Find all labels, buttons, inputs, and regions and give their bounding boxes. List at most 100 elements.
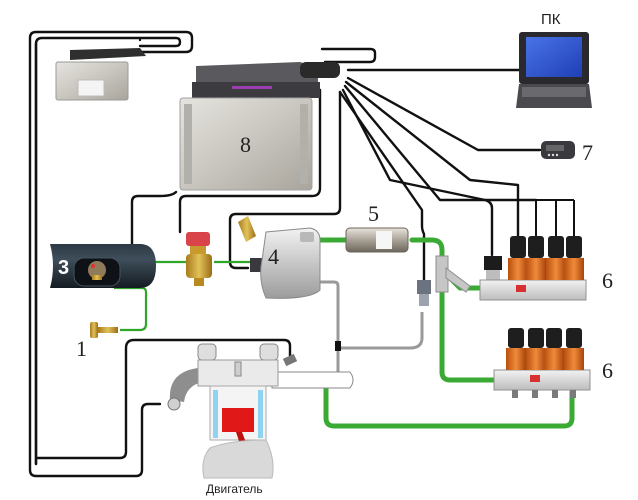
injector-coil	[546, 258, 566, 280]
label-rail-bottom: 6	[602, 358, 613, 383]
laptop-pc: ПК	[516, 11, 592, 108]
camshaft-left	[197, 343, 217, 361]
rail-temp-sensor	[484, 256, 502, 270]
label-gas-ecu: 8	[240, 132, 251, 157]
piston	[222, 408, 254, 432]
reducer-body	[260, 227, 321, 299]
gas-ecu-header	[192, 82, 320, 98]
injector-connector	[528, 328, 544, 348]
injector-coil	[506, 348, 526, 370]
reducer: 4	[238, 216, 321, 299]
splitter-branch	[445, 267, 471, 293]
vacuum-tee	[335, 341, 341, 351]
laptop-screen	[526, 37, 582, 77]
coolant-right	[258, 390, 263, 438]
spark-plug	[234, 361, 242, 377]
switch-led	[555, 153, 559, 157]
filter-label-sticker	[376, 231, 392, 249]
injector-coil	[564, 348, 584, 370]
gas-ecu-right-rail	[300, 104, 308, 184]
solenoid-neck	[190, 246, 206, 254]
label-pc: ПК	[541, 11, 561, 28]
nozzle	[532, 390, 538, 398]
switch-display	[546, 145, 564, 151]
wire-ecu-to-tank	[228, 90, 342, 270]
injectors-top	[508, 236, 584, 280]
wire-ecu-to-multivalve	[130, 190, 178, 258]
gas-ecu-purple-trim	[232, 86, 272, 89]
laptop-keyboard	[522, 87, 586, 97]
gas-ecu-left-rail	[184, 104, 192, 184]
solenoid-body	[186, 254, 212, 278]
nozzle	[512, 390, 518, 398]
reducer-outlet	[300, 232, 314, 242]
multivalve-outlet	[92, 275, 102, 280]
fill-valve-cap	[90, 322, 98, 338]
petrol-ecu-connector	[70, 48, 146, 60]
switch-led	[551, 153, 555, 157]
gas-tank: 3	[50, 244, 156, 288]
fill-valve-body	[98, 327, 118, 333]
petrol-ecu	[55, 48, 146, 101]
injector-rail-bottom: 6	[493, 328, 613, 398]
injector-connector	[510, 236, 526, 258]
vacuum-hose-map-sensor	[338, 312, 424, 350]
wire-top-return	[320, 47, 377, 64]
wire-petrol-ecu-inner-loop	[34, 36, 182, 466]
air-intake-elbow	[169, 368, 202, 402]
wire-petrol-ecu-outer-loop	[28, 30, 194, 478]
reducer-inlet-fitting	[238, 216, 256, 242]
injector-connector	[508, 328, 524, 348]
injector-coil	[508, 258, 528, 280]
label-switch: 7	[582, 140, 593, 165]
petrol-ecu-sticker	[77, 79, 105, 97]
wire-injector-bus	[470, 199, 575, 236]
hose-rail-to-intake	[323, 381, 575, 429]
engine-block	[202, 439, 274, 479]
rail-bottom-body	[493, 369, 591, 391]
rail-bottom-nozzles	[512, 390, 576, 398]
hose-splitter	[435, 255, 471, 293]
gas-ecu-body	[179, 97, 313, 191]
gas-ecu-cable-boot	[300, 62, 340, 78]
petrol-injector	[282, 353, 298, 367]
rail-bottom-logo	[530, 375, 540, 382]
hose-fill-valve-to-tank	[114, 286, 148, 332]
hose-filter-to-splitter	[409, 237, 445, 267]
wire-inner-rectangle	[34, 42, 292, 466]
injectors-bottom	[506, 328, 584, 370]
wire-to-switch-7	[346, 76, 542, 152]
fill-valve: 1	[76, 322, 118, 361]
nozzle	[552, 390, 558, 398]
fuel-switch: 7	[541, 140, 593, 165]
gas-ecu-connector	[196, 62, 318, 82]
injector-connector	[528, 236, 544, 258]
rail-temp-sensor-thread	[486, 270, 500, 280]
nozzle	[570, 390, 576, 398]
vacuum-hose-reducer	[302, 280, 340, 372]
gas-ecu: 8	[179, 62, 340, 191]
label-engine: Двигатель	[206, 482, 263, 496]
injector-connector	[566, 236, 582, 258]
gas-solenoid-valve	[186, 232, 212, 286]
wire-to-map-sensor	[341, 88, 494, 257]
gas-filter: 5	[345, 201, 409, 253]
injector-connector	[566, 328, 582, 348]
label-tank: 3	[58, 257, 69, 279]
air-temp-sensor	[167, 397, 181, 411]
wire-ecu-to-reducer	[178, 88, 322, 234]
rail-top-logo	[516, 285, 526, 292]
vacuum-hoses	[302, 280, 424, 372]
camshaft-right	[259, 343, 279, 361]
label-filter: 5	[368, 201, 379, 226]
wiring	[28, 30, 575, 478]
injector-coil	[564, 258, 584, 280]
map-sensor-body	[419, 294, 429, 306]
splitter-body	[435, 255, 449, 293]
injector-coil	[544, 348, 564, 370]
map-sensor-head	[417, 280, 431, 294]
injector-connector	[548, 236, 564, 258]
injector-rail-top: 6	[479, 236, 613, 301]
label-reducer: 4	[268, 244, 279, 269]
rail-top-body	[479, 279, 587, 301]
